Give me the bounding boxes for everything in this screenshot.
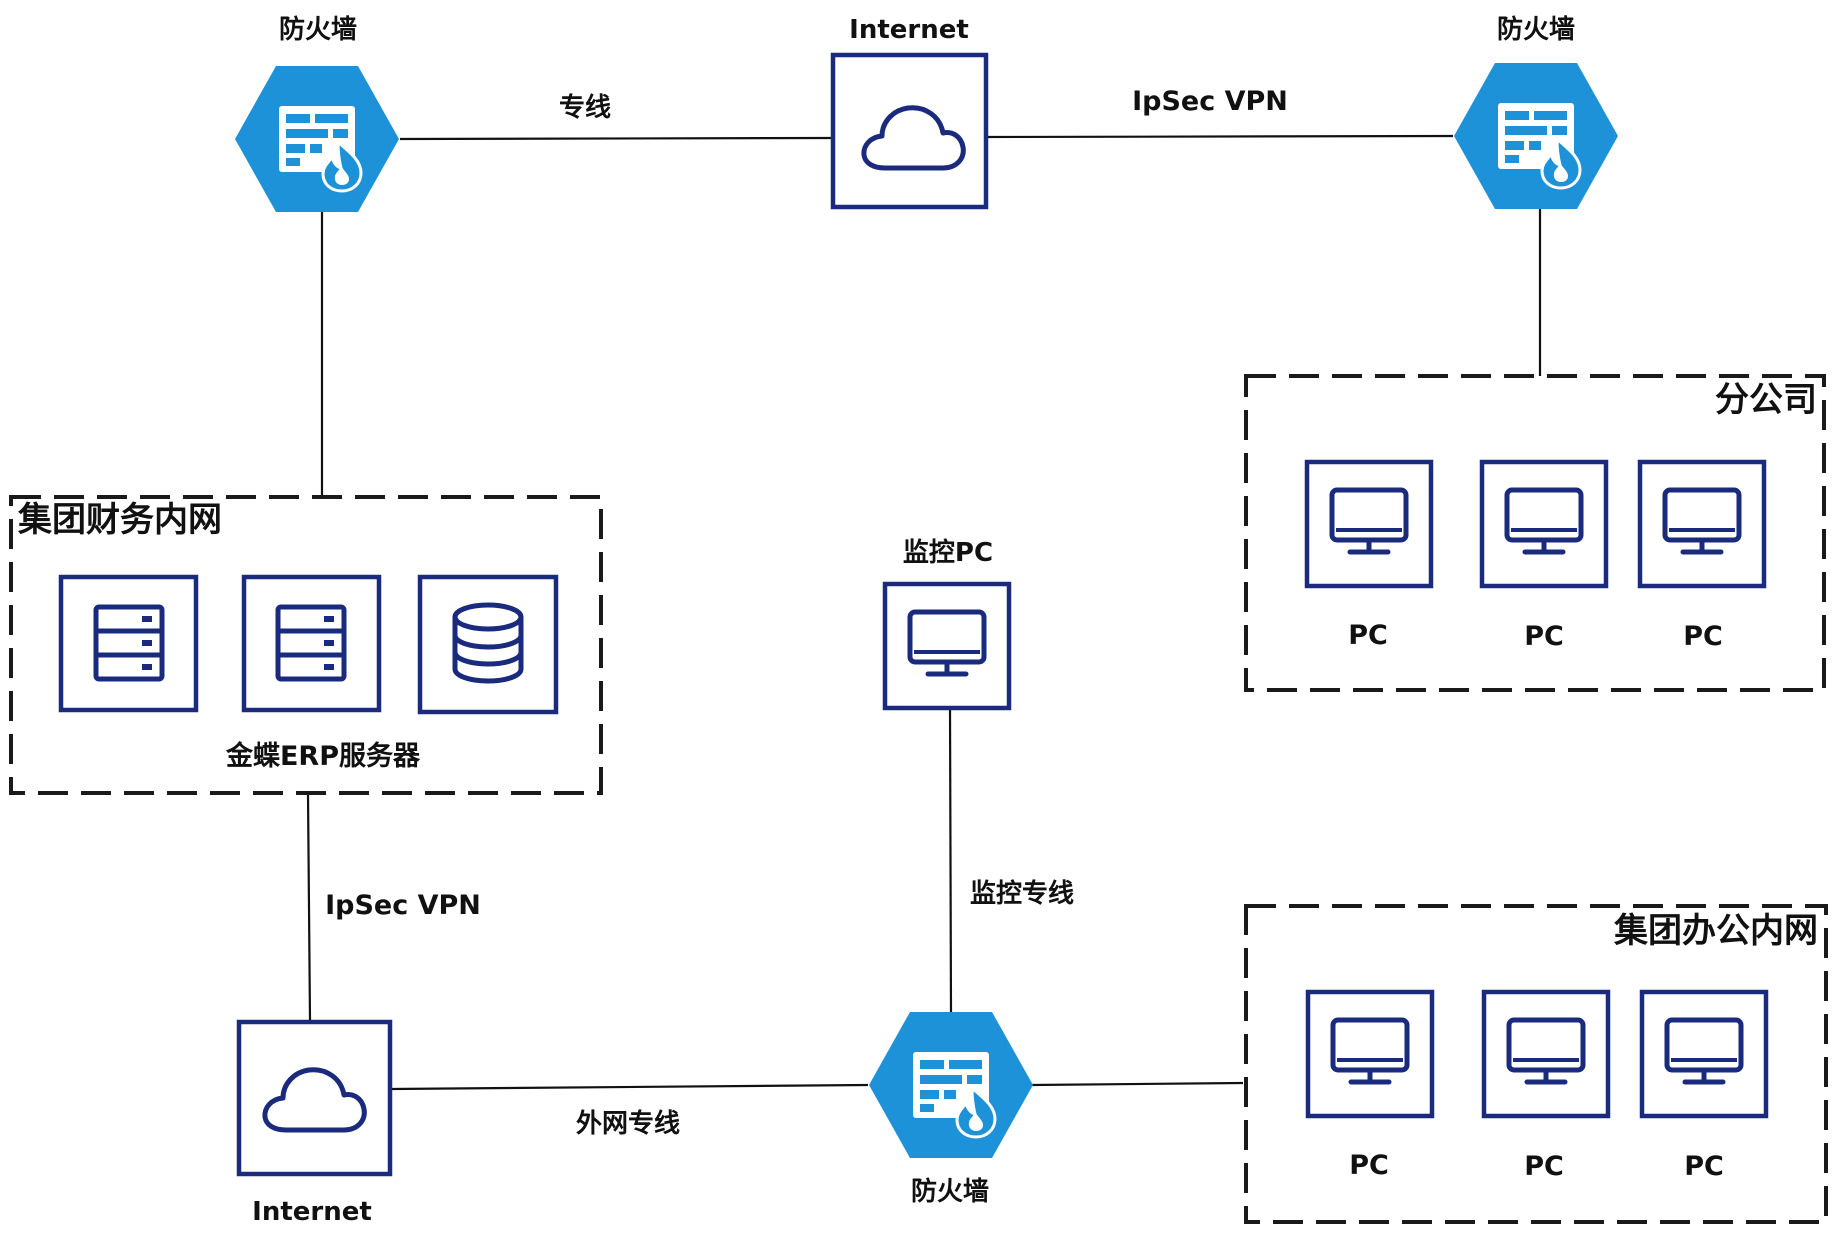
internet-node-top[interactable]: Internet <box>830 15 989 210</box>
edge-internet-to-firewall-top-right <box>986 134 1454 139</box>
pc-label: PC <box>1684 1151 1724 1182</box>
pc-label: PC <box>1348 620 1388 651</box>
group-finance-border <box>9 495 603 795</box>
edge-internet-bottom-to-firewall-bottom <box>391 1083 869 1091</box>
firewall-label: 防火墙 <box>279 15 357 45</box>
group-title: 分公司 <box>1715 380 1817 420</box>
edge-label-external-line: 外网专线 <box>576 1109 680 1139</box>
monitor-pc-node[interactable]: 监控PC <box>882 538 1012 711</box>
monitor-pc-label: 监控PC <box>903 538 993 568</box>
firewall-label: 防火墙 <box>1497 15 1575 45</box>
group-finance-intranet: 集团财务内网 金蝶ERP服务器 <box>9 495 603 795</box>
group-office-border <box>1244 904 1828 1224</box>
pc-box[interactable] <box>1639 989 1769 1119</box>
group-office-intranet: 集团办公内网 PC PC PC <box>1244 904 1828 1224</box>
edge-firewall-top-left-to-internet <box>399 136 832 141</box>
internet-node-bottom[interactable]: Internet <box>236 1019 393 1227</box>
pc-box[interactable] <box>1481 989 1611 1119</box>
firewall-label: 防火墙 <box>911 1177 989 1207</box>
pc-box[interactable] <box>1305 989 1435 1119</box>
edge-label-ipsec-vpn-top: IpSec VPN <box>1132 86 1288 117</box>
group-title: 集团财务内网 <box>17 500 222 540</box>
internet-box <box>830 52 989 210</box>
edge-label-ipsec-vpn-left: IpSec VPN <box>325 890 481 921</box>
group-branch-border <box>1244 374 1826 692</box>
firewall-node-top-right[interactable]: 防火墙 <box>1454 15 1618 209</box>
pc-label: PC <box>1524 1151 1564 1182</box>
internet-label: Internet <box>849 15 969 45</box>
database-box[interactable] <box>417 574 559 715</box>
group-title: 集团办公内网 <box>1613 911 1818 951</box>
firewall-node-top-left[interactable]: 防火墙 <box>235 15 399 212</box>
edge-monitor-pc-to-firewall-bottom <box>948 707 953 1013</box>
pc-label: PC <box>1683 621 1723 652</box>
internet-box <box>236 1019 393 1177</box>
edge-firewall-bottom-to-office <box>1031 1081 1244 1087</box>
server-box[interactable] <box>58 574 199 713</box>
pc-label: PC <box>1349 1150 1389 1181</box>
monitor-pc-box <box>882 581 1012 711</box>
server-box[interactable] <box>241 574 382 713</box>
pc-box[interactable] <box>1304 459 1434 589</box>
firewall-node-bottom[interactable]: 防火墙 <box>869 1012 1033 1207</box>
pc-box[interactable] <box>1637 459 1767 589</box>
edge-label-monitor-line: 监控专线 <box>970 879 1074 909</box>
internet-label: Internet <box>252 1197 372 1227</box>
edge-finance-to-internet-bottom <box>306 794 312 1021</box>
group-branch-office: 分公司 PC PC PC <box>1244 374 1826 692</box>
edge-label-dedicated-line: 专线 <box>559 93 611 123</box>
erp-server-caption: 金蝶ERP服务器 <box>225 740 421 772</box>
pc-box[interactable] <box>1479 459 1609 589</box>
pc-label: PC <box>1524 621 1564 652</box>
